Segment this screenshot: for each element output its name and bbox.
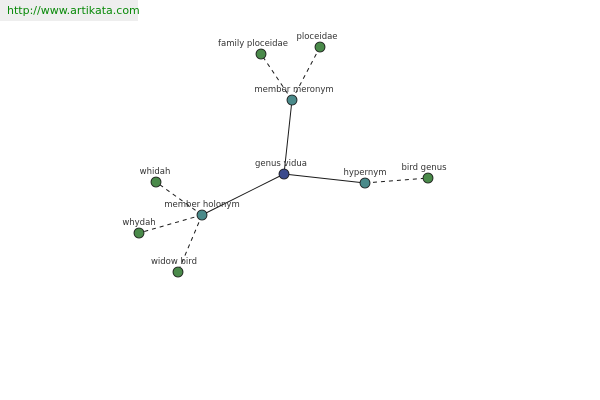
node-hypernym[interactable] (359, 177, 371, 189)
node-member-meronym[interactable] (286, 94, 298, 106)
node-member-holonym[interactable] (196, 209, 208, 221)
edge-meronym-ploceidae (291, 46, 321, 101)
edge-holonym-whidah (155, 181, 203, 216)
node-bird-genus[interactable] (422, 172, 434, 184)
graph-edges (138, 46, 429, 273)
node-widow-bird[interactable] (172, 266, 184, 278)
edge-meronym-family-ploceidae (260, 53, 293, 101)
node-family-ploceidae[interactable] (255, 48, 267, 60)
url-banner: http://www.artikata.com (0, 0, 140, 21)
label-family-ploceidae: family ploceidae (218, 39, 288, 49)
site-url-link[interactable]: http://www.artikata.com (7, 4, 140, 17)
edge-holonym-widow-bird (177, 214, 203, 273)
label-whydah: whydah (122, 218, 155, 228)
label-whidah: whidah (140, 167, 171, 177)
label-member-meronym: member meronym (254, 85, 333, 95)
label-genus-vidua: genus vidua (255, 159, 307, 169)
edge-center-holonym (201, 173, 285, 216)
node-genus-vidua[interactable] (278, 168, 290, 180)
label-bird-genus: bird genus (401, 163, 447, 173)
node-ploceidae[interactable] (314, 41, 326, 53)
label-hypernym: hypernym (343, 168, 386, 178)
edge-holonym-whydah (138, 214, 203, 234)
node-whydah[interactable] (133, 227, 145, 239)
graph-nodes: genus vidua member meronym family plocei… (122, 32, 447, 278)
label-widow-bird: widow bird (151, 257, 197, 267)
label-ploceidae: ploceidae (296, 32, 337, 42)
edge-hypernym-bird-genus (364, 177, 429, 184)
edge-center-meronym (283, 99, 293, 175)
node-whidah[interactable] (150, 176, 162, 188)
edge-center-hypernym (283, 173, 366, 184)
label-member-holonym: member holonym (164, 200, 239, 210)
